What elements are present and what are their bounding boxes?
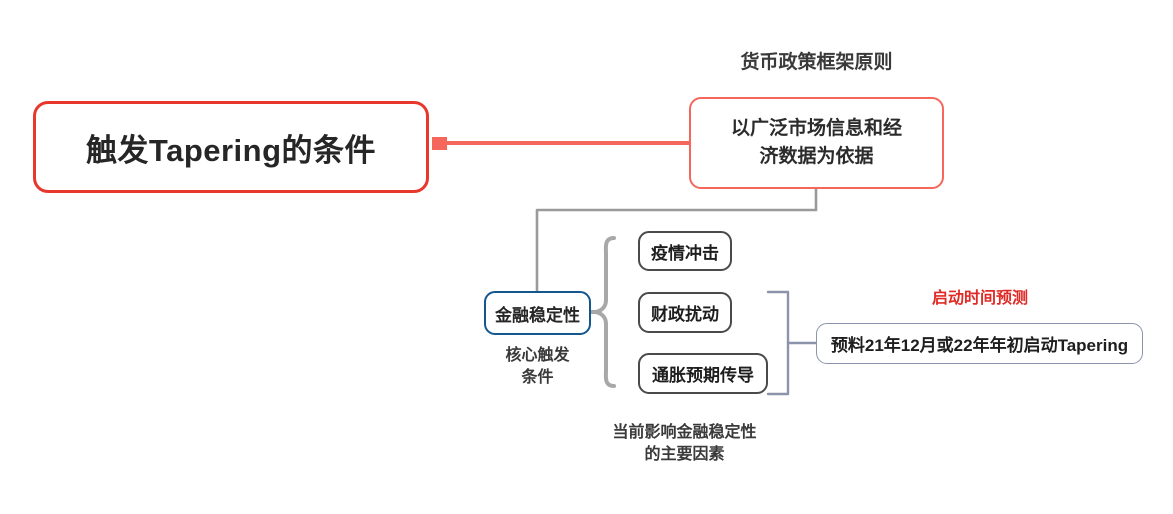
factor-node-2-label: 财政扰动 — [651, 305, 719, 324]
principle-node-label: 以广泛市场信息和经 济数据为依据 — [731, 115, 902, 170]
factor-node-3[interactable]: 通胀预期传导 — [638, 353, 768, 394]
forecast-caption: 启动时间预测 — [931, 290, 1028, 307]
root-node[interactable]: 触发Tapering的条件 — [33, 101, 429, 193]
factors-caption: 当前影响金融稳定性 的主要因素 — [592, 422, 777, 467]
core-caption-line-2: 条件 — [521, 368, 554, 386]
forecast-node-label: 预料21年12月或22年年初启动Tapering — [830, 336, 1129, 355]
principle-caption: 货币政策框架原则 — [740, 52, 893, 73]
core-node[interactable]: 金融稳定性 — [484, 291, 591, 335]
principle-line-1: 以广泛市场信息和经 — [730, 118, 902, 140]
root-node-label: 触发Tapering的条件 — [85, 132, 377, 168]
core-node-label: 金融稳定性 — [495, 305, 580, 325]
principle-line-2: 济数据为依据 — [759, 146, 874, 167]
factors-caption-line-1: 当前影响金融稳定性 — [612, 424, 757, 441]
arrowhead-icon — [432, 137, 447, 150]
factor-node-1[interactable]: 疫情冲击 — [638, 231, 732, 271]
principle-node[interactable]: 以广泛市场信息和经 济数据为依据 — [689, 97, 944, 189]
factors-caption-line-2: 的主要因素 — [644, 446, 725, 464]
factor-node-1-label: 疫情冲击 — [651, 243, 719, 263]
forecast-node[interactable]: 预料21年12月或22年年初启动Tapering — [816, 323, 1143, 364]
bracket-factors-to-forecast — [766, 290, 790, 396]
factor-node-2[interactable]: 财政扰动 — [638, 292, 732, 333]
factor-node-3-label: 通胀预期传导 — [652, 366, 754, 385]
core-caption-line-1: 核心触发 — [505, 347, 570, 364]
core-caption: 核心触发 条件 — [475, 345, 600, 388]
